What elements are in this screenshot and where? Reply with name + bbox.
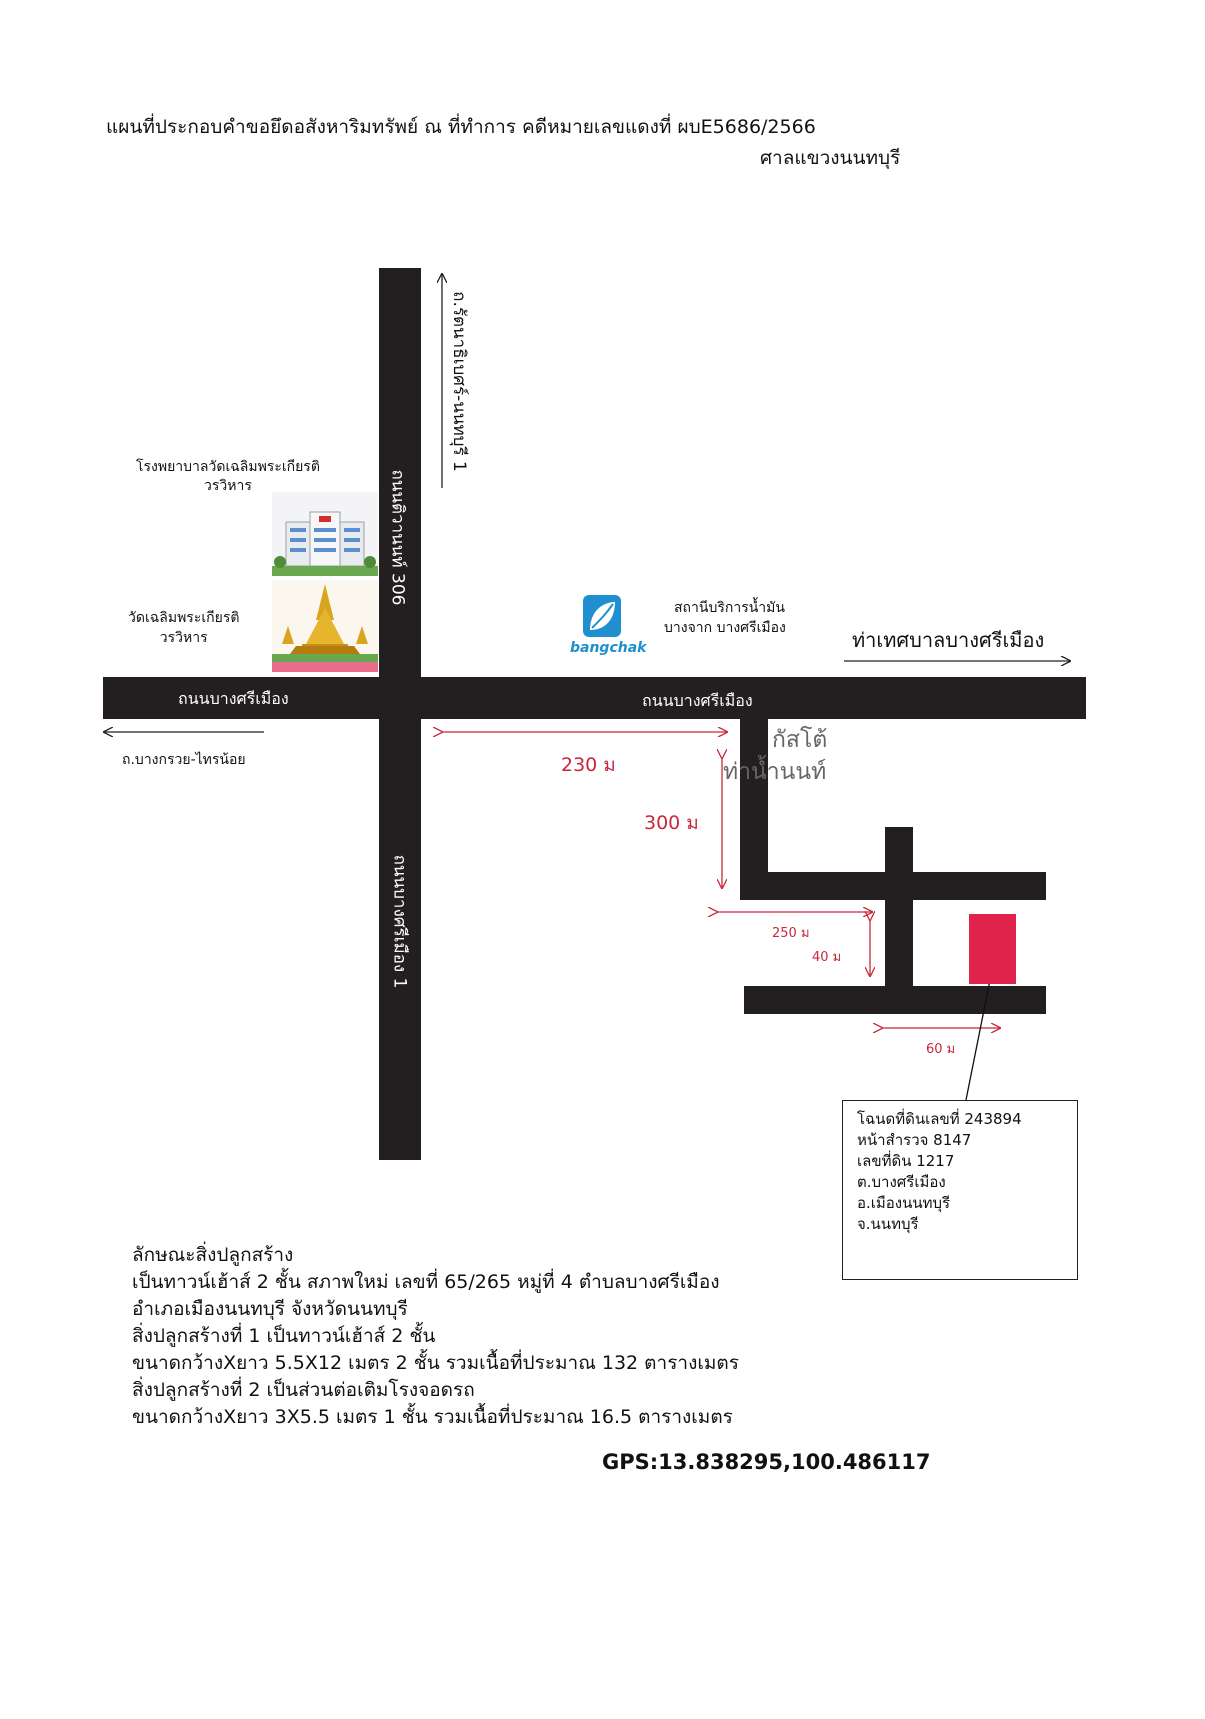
parcel-survey-page: หน้าสำรวจ 8147 <box>857 1131 972 1149</box>
parcel-province: จ.นนทบุรี <box>857 1215 919 1233</box>
kasto-label-line1: กัสโต้ <box>772 727 828 753</box>
description-line: สิ่งปลูกสร้างที่ 2 เป็นส่วนต่อเติมโรงจอด… <box>132 1379 475 1401</box>
description-heading: ลักษณะสิ่งปลูกสร้าง <box>132 1244 294 1266</box>
road-horizontal-main <box>103 677 1086 719</box>
hospital-icon <box>272 492 378 576</box>
direction-east-label: ท่าเทศบาลบางศรีเมือง <box>852 628 1045 652</box>
direction-north-label: ถ.รัตนาธิเบศร์-นนทบุรี 1 <box>448 291 469 472</box>
temple-label-line1: วัดเฉลิมพระเกียรติ <box>128 610 240 626</box>
description-line: สิ่งปลูกสร้างที่ 1 เป็นทาวน์เฮ้าส์ 2 ชั้… <box>132 1325 436 1347</box>
direction-west-label: ถ.บางกรวย-ไทรน้อย <box>122 752 246 768</box>
description-line: ขนาดกว้างXยาว 5.5X12 เมตร 2 ชั้น รวมเนื้… <box>132 1352 739 1374</box>
road-label-horizontal-left: ถนนบางศรีเมือง <box>178 689 289 708</box>
hospital-label: โรงพยาบาลวัดเฉลิมพระเกียรติ วรวิหาร <box>136 458 320 496</box>
gps-coordinates: GPS:13.838295,100.486117 <box>602 1450 931 1474</box>
kasto-label: กัสโต้ ท่าน้ำนนท์ <box>723 724 828 788</box>
hospital-label-line1: โรงพยาบาลวัดเฉลิมพระเกียรติ <box>136 459 320 475</box>
description-line: อำเภอเมืองนนทบุรี จังหวัดนนทบุรี <box>132 1298 408 1320</box>
land-parcel-marker <box>969 914 1016 984</box>
road-label-horizontal-right: ถนนบางศรีเมือง <box>642 691 753 710</box>
parcel-info-box: โฉนดที่ดินเลขที่ 243894 หน้าสำรวจ 8147 เ… <box>842 1100 1078 1280</box>
gas-station-label-line2: บางจาก บางศรีเมือง <box>664 620 786 636</box>
distance-label-300: 300 ม <box>644 812 699 834</box>
hospital-label-line2: วรวิหาร <box>204 478 252 494</box>
gas-station-label: สถานีบริการน้ำมัน บางจาก บางศรีเมือง <box>664 598 786 638</box>
distance-label-40: 40 ม <box>812 950 842 965</box>
kasto-label-line2: ท่าน้ำนนท์ <box>722 759 827 785</box>
description-line: เป็นทาวน์เฮ้าส์ 2 ชั้น สภาพใหม่ เลขที่ 6… <box>132 1271 720 1293</box>
distance-label-60: 60 ม <box>926 1042 956 1057</box>
temple-label-line2: วรวิหาร <box>159 630 208 646</box>
road-soi-horizontal-lower <box>744 986 1046 1014</box>
bangchak-brand-text: bangchak <box>570 640 647 656</box>
court-name: ศาลแขวงนนทบุรี <box>760 147 901 169</box>
temple-label: วัดเฉลิมพระเกียรติ วรวิหาร <box>128 608 239 648</box>
bangchak-logo-icon <box>583 595 621 637</box>
road-soi-vertical-2 <box>885 827 913 987</box>
temple-icon <box>272 580 378 672</box>
road-soi-vertical-1 <box>740 719 768 899</box>
document-title: แผนที่ประกอบคำขอยึดอสังหาริมทรัพย์ ณ ที่… <box>106 116 816 138</box>
parcel-land-number: เลขที่ดิน 1217 <box>857 1152 955 1170</box>
description-line: ขนาดกว้างXยาว 3X5.5 เมตร 1 ชั้น รวมเนื้อ… <box>132 1406 733 1428</box>
building-description: ลักษณะสิ่งปลูกสร้าง เป็นทาวน์เฮ้าส์ 2 ชั… <box>132 1242 739 1431</box>
distance-label-250: 250 ม <box>772 926 810 941</box>
road-label-vertical-upper: ถนนติวานนท์ 306 <box>387 469 408 606</box>
distance-label-230: 230 ม <box>561 754 616 776</box>
parcel-deed-number: โฉนดที่ดินเลขที่ 243894 <box>857 1110 1022 1128</box>
road-label-vertical-lower: ถนนบางศรีเมือง 1 <box>389 854 410 989</box>
gas-station-label-line1: สถานีบริการน้ำมัน <box>674 600 785 616</box>
parcel-district: อ.เมืองนนทบุรี <box>857 1194 951 1212</box>
parcel-subdistrict: ต.บางศรีเมือง <box>857 1173 946 1191</box>
